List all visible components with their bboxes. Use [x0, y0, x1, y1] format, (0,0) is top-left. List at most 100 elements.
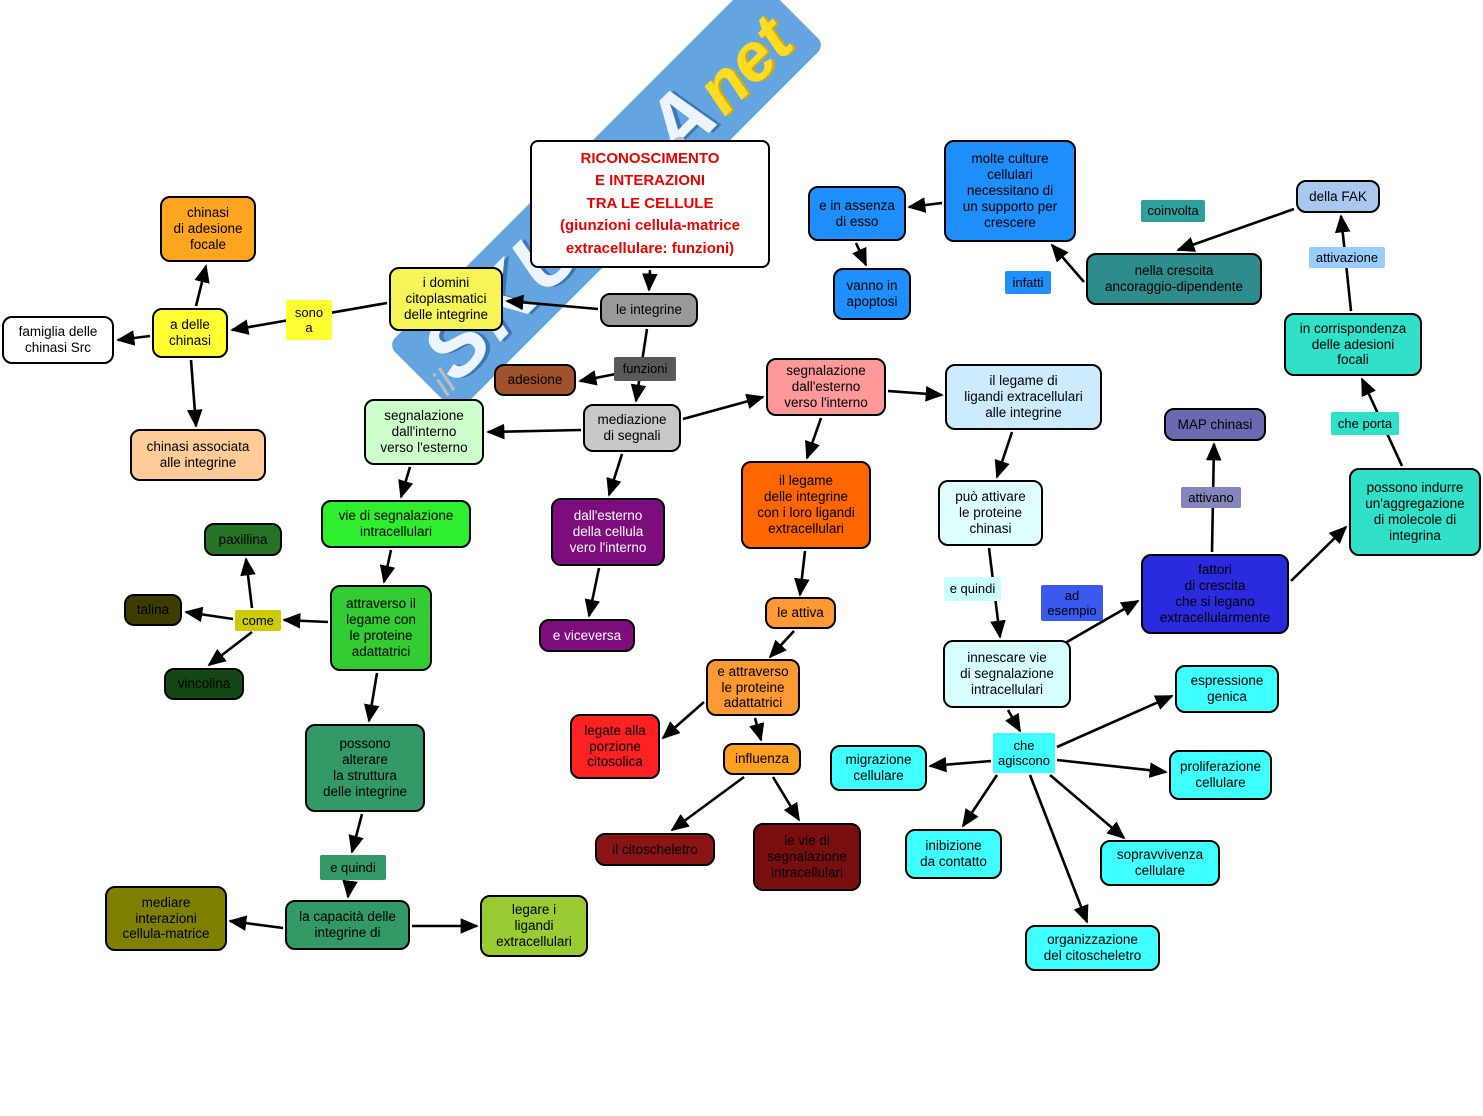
edge-attraverso-legame-to-come	[282, 612, 329, 629]
node-attivazione: attivazione	[1309, 247, 1385, 268]
edge-che-agiscono-to-migrazione	[928, 756, 992, 773]
edge-attraverso-legame-to-possono-alterare	[363, 672, 380, 723]
edge-e-quindi-green-to-capacita-integrine	[342, 879, 358, 899]
node-e-viceversa: e viceversa	[539, 619, 635, 652]
edge-possono-alterare-to-e-quindi-green	[348, 813, 364, 854]
node-capacita-integrine: la capacità delle integrine di	[285, 900, 410, 950]
edge-vie-segnalazione-to-attraverso-legame	[379, 549, 396, 584]
edge-a-delle-chinasi-to-famiglia-chinasi-src	[116, 330, 151, 346]
node-della-fak: della FAK	[1296, 180, 1380, 213]
edge-molte-culture-to-assenza-esso	[907, 197, 943, 213]
node-e-attraverso: e attraverso le proteine adattatrici	[706, 659, 800, 716]
edge-segnalazione-esterno-interno-to-legame-integrine-ligandi	[805, 417, 823, 460]
node-coinvolta: coinvolta	[1141, 200, 1205, 222]
edge-legame-ligandi-to-puo-attivare	[994, 431, 1014, 479]
node-che-agiscono: che agiscono	[993, 733, 1055, 773]
edge-a-delle-chinasi-to-chinasi-adesione-focale	[194, 264, 210, 307]
node-organizzazione: organizzazione del citoscheletro	[1025, 925, 1160, 971]
edge-della-fak-to-nella-crescita	[1176, 207, 1295, 252]
edge-segnalazione-esterno-interno-to-legame-ligandi	[887, 386, 944, 402]
edge-e-attraverso-to-legate-porzione	[661, 701, 705, 740]
edge-influenza-to-vie-dark	[771, 776, 801, 822]
node-attraverso-legame: attraverso il legame con le proteine ada…	[330, 585, 432, 671]
node-domini-citoplasmatici: i domini citoplasmatici delle integrine	[389, 267, 503, 331]
node-dallesterno-cellula: dall'esterno della cellula vero l'intern…	[551, 498, 665, 566]
edge-innescare-vie-to-fattori-crescita	[1059, 599, 1140, 648]
node-sopravvivenza: sopravvivenza cellulare	[1100, 840, 1220, 886]
node-legame-integrine-ligandi: il legame delle integrine con i loro lig…	[741, 461, 871, 549]
node-attivano: attivano	[1181, 487, 1241, 508]
node-vincolina: vincolina	[164, 668, 244, 700]
edge-come-to-talina	[184, 606, 234, 623]
node-infatti: infatti	[1005, 271, 1051, 294]
edge-dallesterno-cellula-to-e-viceversa	[584, 567, 601, 618]
edge-segnalazione-interno-esterno-to-vie-segnalazione	[398, 466, 414, 499]
node-in-corrispondenza: in corrispondenza delle adesioni focali	[1284, 313, 1422, 376]
node-e-quindi-cyan: e quindi	[944, 577, 1001, 601]
node-legame-ligandi: il legame di ligandi extracellulari alle…	[945, 364, 1102, 430]
node-mediazione-segnali: mediazione di segnali	[583, 404, 681, 452]
node-adesione: adesione	[494, 364, 576, 396]
node-il-citoscheletro: il citoscheletro	[595, 833, 715, 866]
edge-nella-crescita-to-molte-culture	[1050, 243, 1085, 283]
edge-che-agiscono-to-proliferazione	[1056, 758, 1168, 778]
edge-assenza-esso-to-vanno-apoptosi	[852, 242, 868, 267]
node-vie-segnalazione: vie di segnalazione intracellulari	[321, 500, 471, 548]
edge-come-to-vincolina	[207, 630, 253, 667]
node-possono-alterare: possono alterare la struttura delle inte…	[305, 724, 425, 812]
edge-che-agiscono-to-sopravvivenza	[1049, 774, 1126, 840]
node-proliferazione: proliferazione cellulare	[1169, 750, 1272, 800]
node-legare-ligandi: legare i ligandi extracellulari	[480, 895, 588, 957]
edge-mediazione-segnali-to-segnalazione-esterno-interno	[682, 393, 765, 421]
node-molte-culture: molte culture cellulari necessitano di u…	[944, 140, 1076, 242]
edge-che-agiscono-to-espressione-genica	[1056, 694, 1174, 749]
edge-che-agiscono-to-inibizione	[961, 774, 999, 828]
node-nella-crescita: nella crescita ancoraggio-dipendente	[1086, 253, 1262, 305]
node-vanno-apoptosi: vanno in apoptosi	[833, 268, 911, 320]
node-vie-dark: le vie di segnalazione intracellulari	[753, 823, 861, 891]
node-sono-a: sono a	[286, 300, 332, 340]
node-segnalazione-esterno-interno: segnalazione dall'esterno verso l'intern…	[766, 358, 886, 416]
node-le-attiva: le attiva	[765, 597, 836, 629]
node-funzioni: funzioni	[614, 357, 676, 381]
node-paxillina: paxillina	[204, 523, 282, 556]
node-famiglia-chinasi-src: famiglia delle chinasi Src	[2, 316, 114, 364]
edge-title-to-le-integrine	[642, 269, 658, 292]
edge-e-attraverso-to-influenza	[749, 717, 765, 742]
edge-mediazione-segnali-to-dallesterno-cellula	[606, 453, 624, 497]
edge-le-attiva-to-e-attraverso	[768, 630, 795, 659]
edge-mediazione-segnali-to-segnalazione-interno-esterno	[486, 423, 582, 440]
node-espressione-genica: espressione genica	[1175, 665, 1279, 713]
edge-influenza-to-il-citoscheletro	[670, 775, 745, 832]
node-influenza: influenza	[723, 743, 801, 775]
node-mediare-interazioni: mediare interazioni cellula-matrice	[105, 886, 227, 951]
node-che-porta: che porta	[1331, 412, 1399, 435]
node-legate-porzione: legate alla porzione citosolica	[570, 714, 660, 779]
edge-a-delle-chinasi-to-chinasi-associata	[186, 359, 203, 428]
node-ad-esempio: ad esempio	[1041, 585, 1103, 621]
node-innescare-vie: innescare vie di segnalazione intracellu…	[943, 640, 1071, 708]
node-chinasi-adesione-focale: chinasi di adesione focale	[160, 196, 256, 262]
edge-come-to-paxillina	[240, 557, 256, 609]
edge-che-agiscono-to-organizzazione	[1028, 774, 1089, 924]
edge-fattori-crescita-to-possono-indurre	[1290, 525, 1348, 582]
node-le-integrine: le integrine	[600, 293, 698, 327]
node-chinasi-associata: chinasi associata alle integrine	[130, 429, 266, 481]
node-puo-attivare: può attivare le proteine chinasi	[938, 480, 1043, 546]
node-migrazione: migrazione cellulare	[830, 745, 927, 791]
node-title: RICONOSCIMENTO E INTERAZIONI TRA LE CELL…	[530, 140, 770, 268]
edge-le-integrine-to-domini-citoplasmatici	[505, 294, 599, 311]
node-a-delle-chinasi: a delle chinasi	[152, 308, 228, 358]
node-e-quindi-green: e quindi	[320, 855, 386, 880]
node-map-chinasi: MAP chinasi	[1164, 408, 1266, 441]
edge-capacita-integrine-to-mediare-interazioni	[228, 915, 284, 931]
node-possono-indurre: possono indurre un'aggregazione di molec…	[1349, 468, 1481, 556]
node-come: come	[235, 610, 281, 631]
edge-innescare-vie-to-che-agiscono	[1005, 709, 1022, 733]
node-inibizione: inibizione da contatto	[905, 829, 1002, 879]
node-segnalazione-interno-esterno: segnalazione dall'interno verso l'estern…	[364, 399, 484, 465]
node-talina: talina	[124, 594, 182, 626]
node-assenza-esso: e in assenza di esso	[808, 186, 906, 241]
